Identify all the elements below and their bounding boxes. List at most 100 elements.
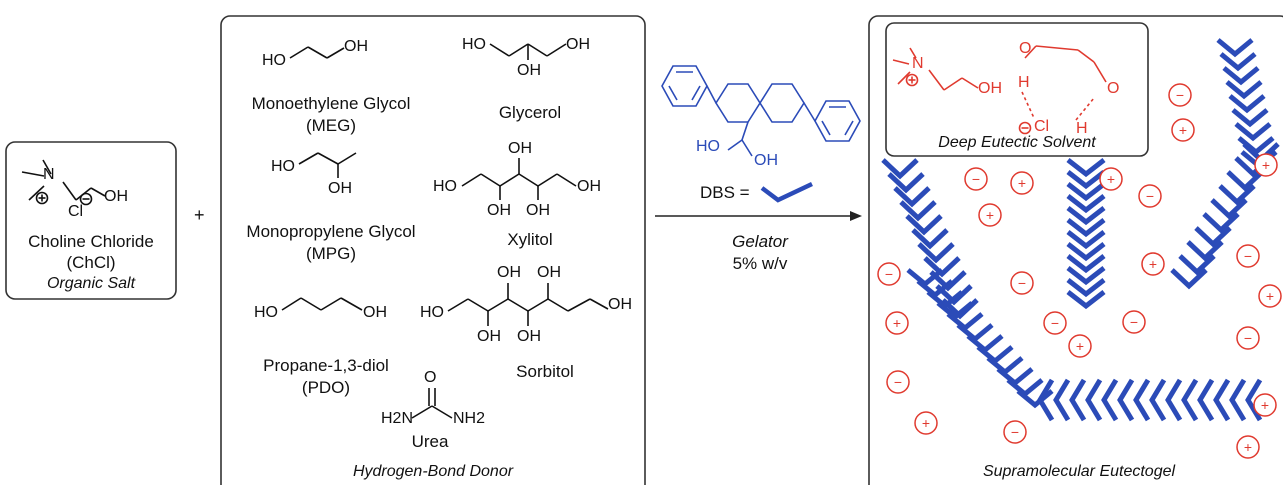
fibre-chevron: [1066, 230, 1106, 250]
fibre-chevron: [906, 268, 944, 288]
pdo-ho-label: HO: [254, 304, 278, 321]
cation-icon: +: [1010, 171, 1034, 195]
svg-text:−: −: [885, 266, 893, 282]
fibre-chevron: [1170, 268, 1208, 290]
fibre-chevron: [1066, 266, 1106, 286]
cation-icon: +: [1258, 284, 1282, 308]
cation-icon: +: [1141, 252, 1165, 276]
fibre-chevron: [1225, 80, 1263, 100]
anion-icon: −: [964, 167, 988, 191]
fibre-chevron: [1066, 218, 1106, 238]
choline-chloride-name: Choline Chloride: [28, 232, 154, 251]
anion-icon: −: [1003, 420, 1027, 444]
fibre-chevron: [976, 345, 1014, 365]
fibre-chevron: [1016, 389, 1054, 409]
xylitol-ho-label: HO: [433, 178, 457, 195]
fibre-chevron: [1213, 378, 1231, 422]
plus-sign: +: [194, 205, 205, 225]
fibre-chevron: [1178, 254, 1216, 276]
svg-text:+: +: [922, 415, 930, 431]
anion-icon: −: [1043, 311, 1067, 335]
fibre-chevron: [893, 186, 931, 208]
choline-chloride-abbr: (ChCl): [66, 253, 116, 272]
choline-chloride-structure: [21, 159, 106, 206]
pdo-name: Propane-1,3-diol: [263, 356, 389, 375]
des-oh-group: OH: [978, 80, 1002, 97]
des-cl-atom: Cl: [1034, 118, 1050, 135]
fibre-chevron: [1194, 226, 1232, 248]
urea-h2n-label: H2N: [381, 410, 414, 427]
fibre-chevron: [1216, 38, 1254, 58]
svg-text:+: +: [1261, 397, 1269, 413]
fibre-chevron: [1202, 212, 1240, 234]
svg-text:+: +: [893, 315, 901, 331]
fibre-chevron: [1228, 94, 1266, 114]
svg-text:−: −: [1051, 315, 1059, 331]
organic-salt-caption: Organic Salt: [46, 275, 136, 292]
cation-icon: +: [914, 411, 938, 435]
svg-text:−: −: [1244, 330, 1252, 346]
des-o2-atom: O: [1107, 80, 1120, 97]
svg-text:+: +: [986, 207, 994, 223]
fibre-chevron: [881, 158, 919, 180]
fibre-chevron: [905, 214, 943, 236]
sorbitol-oh-bottom1-label: OH: [477, 328, 501, 345]
fibre-chevron: [1186, 240, 1224, 262]
fibre-chevron: [911, 228, 949, 250]
glycerol-name: Glycerol: [498, 103, 562, 122]
xylitol-oh-right-label: OH: [577, 178, 601, 195]
svg-text:−: −: [1146, 188, 1154, 204]
sorbitol-oh-bottom2-label: OH: [517, 328, 541, 345]
svg-text:+: +: [1179, 122, 1187, 138]
fibre-chevron: [1133, 378, 1151, 422]
mpg-name: Monopropylene Glycol: [246, 222, 416, 241]
urea-structure: [411, 388, 453, 419]
svg-text:−: −: [1176, 87, 1184, 103]
cation-icon: +: [1236, 435, 1260, 459]
mpg-structure: [298, 152, 357, 178]
fibre-chevron: [1101, 378, 1119, 422]
svg-text:+: +: [1018, 175, 1026, 191]
des-inset-box: [885, 22, 1149, 157]
anion-icon: −: [1236, 326, 1260, 350]
fibre-chevron: [887, 172, 925, 194]
fibre-chevron: [1237, 136, 1275, 156]
eutectogel-box: [868, 15, 1283, 485]
fibre-chevron: [1149, 378, 1167, 422]
organic-salt-box: [5, 141, 177, 300]
anion-icon: −: [1236, 244, 1260, 268]
choline-n-atom: N: [43, 166, 55, 183]
urea-o-label: O: [424, 369, 437, 386]
des-n-atom: N: [912, 55, 924, 72]
glycerol-oh-label: OH: [566, 36, 590, 53]
fibre-chevron: [1066, 194, 1106, 214]
meg-oh-label: OH: [344, 38, 368, 55]
sorbitol-ho-label: HO: [420, 304, 444, 321]
pdo-abbr: (PDO): [301, 378, 351, 397]
cation-icon: +: [978, 203, 1002, 227]
xylitol-structure: [461, 158, 577, 200]
anion-icon: −: [1168, 83, 1192, 107]
anion-icon: −: [886, 370, 910, 394]
reaction-arrow: [655, 211, 862, 221]
fibre-chevron: [1085, 378, 1103, 422]
fibre-chevron: [1066, 242, 1106, 262]
svg-text:−: −: [1018, 275, 1026, 291]
fibre-chevron: [1066, 182, 1106, 202]
pdo-structure: [281, 297, 363, 311]
fibre-chevron: [1219, 52, 1257, 72]
sorbitol-structure: [447, 283, 609, 326]
fibre-chevron: [1229, 378, 1247, 422]
xylitol-oh-top-label: OH: [508, 140, 532, 157]
choline-oh-group: OH: [104, 188, 128, 205]
eutectogel-caption: Supramolecular Eutectogel: [982, 463, 1176, 480]
pdo-oh-label: OH: [363, 304, 387, 321]
glycerol-ho-label: HO: [462, 36, 486, 53]
anion-icon: −: [1122, 310, 1146, 334]
ions-layer: −++−++−+−+−−+−−+−+−+−++: [877, 83, 1282, 459]
fibre-chevron: [1226, 170, 1264, 192]
svg-text:−: −: [894, 374, 902, 390]
sorbitol-oh-right-label: OH: [608, 296, 632, 313]
fibre-chevron: [1066, 254, 1106, 274]
